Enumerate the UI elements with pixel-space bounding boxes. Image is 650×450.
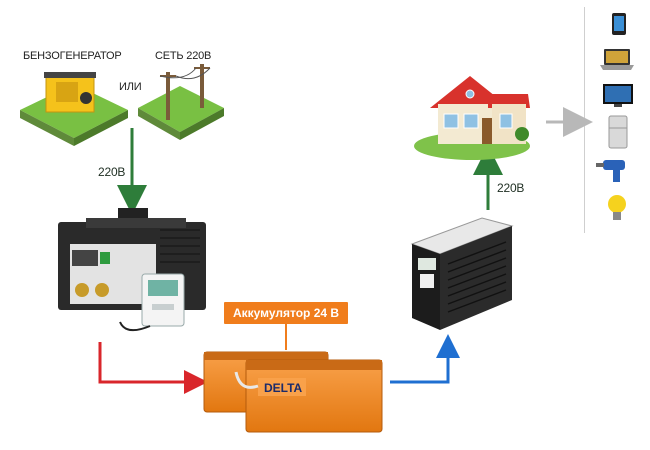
- charger-image: [58, 208, 206, 332]
- battery-label: Аккумулятор 24 В: [224, 302, 348, 324]
- bulb-icon: [608, 195, 626, 220]
- grid-label: СЕТЬ 220В: [155, 50, 212, 62]
- inverter-image: [410, 217, 514, 330]
- house-image: [414, 76, 530, 160]
- voltage-right-label: 220В: [497, 181, 525, 195]
- laptop-icon: [600, 49, 634, 70]
- drill-icon: [596, 160, 625, 182]
- voltage-left-label: 220В: [98, 165, 126, 179]
- arrow-battery-to-inverter: [390, 334, 460, 384]
- fridge-icon: [608, 115, 628, 149]
- arrow-charger-to-battery: [98, 342, 208, 394]
- grid-image: [138, 64, 224, 140]
- or-label: ИЛИ: [119, 81, 142, 93]
- battery-brand-text: DELTA: [264, 381, 303, 395]
- phone-icon: [612, 13, 626, 35]
- tv-icon: [603, 84, 633, 107]
- generator-image: [20, 72, 128, 146]
- battery-image: DELTA: [203, 351, 383, 433]
- generator-label: БЕНЗОГЕНЕРАТОР: [23, 50, 122, 62]
